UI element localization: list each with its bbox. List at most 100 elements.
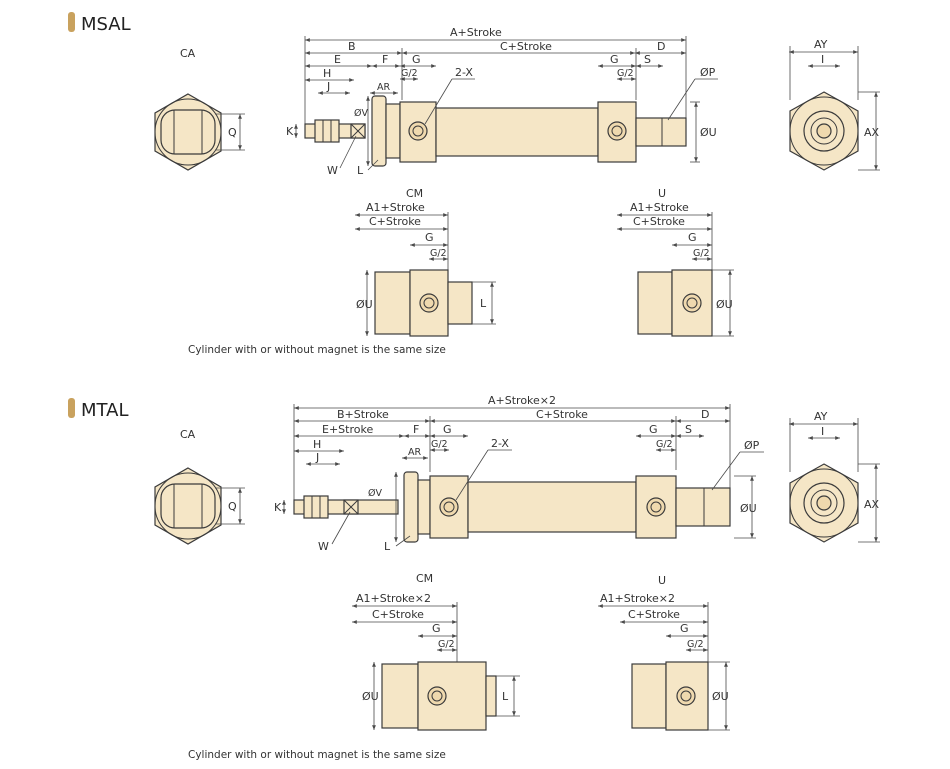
main-side-view: A+Stroke B C+Stroke D E F G G/2 G G/2 S … (286, 26, 718, 177)
dim-f: F (382, 53, 388, 66)
dim-q: Q (228, 500, 237, 513)
dim-g-left: G (412, 53, 421, 66)
barrel (467, 481, 637, 533)
dim-l: L (357, 164, 364, 177)
dim-u-cm: ØU (362, 690, 379, 703)
dim-ay: AY (814, 410, 828, 423)
section-badge (68, 398, 75, 418)
section-title: MTAL (81, 400, 128, 421)
dim-c-cm: C+Stroke (369, 215, 421, 228)
ca-front-view: CA Q (154, 428, 245, 545)
dim-w: W (327, 164, 338, 177)
rear-boss (635, 117, 687, 147)
cm-barrel (381, 663, 419, 729)
dim-p: ØP (744, 439, 760, 452)
clevis-body (160, 109, 216, 155)
dim-l: L (384, 540, 391, 553)
dim-a1-cm: A1+Stroke×2 (356, 592, 431, 605)
u-barrel (637, 271, 673, 335)
dim-u-cm: ØU (356, 298, 373, 311)
dim-p: ØP (700, 66, 716, 79)
dim-g2-u: G/2 (687, 639, 704, 650)
dim-g-cm: G (425, 231, 434, 244)
dim-u-main: ØU (700, 126, 717, 139)
dim-l-cm: L (502, 690, 509, 703)
dim-v: ØV (354, 108, 368, 119)
rear-bore (816, 495, 832, 511)
view-label-cm: CM (406, 187, 423, 200)
section-msal: MSAL CA Q A+Stroke B C+Stroke D E (68, 12, 880, 356)
view-label-ca: CA (180, 47, 196, 60)
u-port (676, 686, 696, 706)
dim-g2-right: G/2 (656, 439, 673, 450)
dim-ax: AX (864, 498, 880, 511)
dim-e: E (334, 53, 341, 66)
u-view: U A1+Stroke C+Stroke G G/2 ØU (617, 187, 734, 337)
front-cover (399, 101, 437, 163)
rear-end-view: AY I AX (789, 410, 880, 543)
cm-view: CM A1+Stroke C+Stroke G G/2 ØU L (355, 187, 496, 337)
cm-boss (447, 281, 473, 325)
dim-e: E+Stroke (322, 423, 373, 436)
dim-u-u: ØU (712, 690, 729, 703)
dim-l-cm: L (480, 297, 487, 310)
caption-msal: Cylinder with or without magnet is the s… (188, 344, 446, 356)
dim-g-right: G (610, 53, 619, 66)
cm-barrel (374, 271, 411, 335)
u-port (682, 293, 702, 313)
dim-q: Q (228, 126, 237, 139)
view-label-cm: CM (416, 572, 433, 585)
section-badge (68, 12, 75, 32)
dim-c: C+Stroke (500, 40, 552, 53)
end-cap-neck (417, 479, 431, 535)
port-rear (607, 121, 627, 141)
dim-k: K (274, 501, 282, 514)
dim-a1-cm: A1+Stroke (366, 201, 425, 214)
dim-ay: AY (814, 38, 828, 51)
rear-bore (816, 123, 832, 139)
rear-rod (675, 487, 731, 527)
dim-u-main: ØU (740, 502, 757, 515)
dim-g2-cm: G/2 (430, 248, 447, 259)
dim-u-u: ØU (716, 298, 733, 311)
end-cap-neck (385, 103, 401, 159)
dim-g-right: G (649, 423, 658, 436)
mounting-nut (403, 471, 419, 543)
dim-ax: AX (864, 126, 880, 139)
dim-ar: AR (377, 82, 390, 93)
cm-port (419, 293, 439, 313)
dim-b: B (348, 40, 356, 53)
clevis-body (160, 483, 216, 529)
dim-s: S (685, 423, 692, 436)
dim-f: F (413, 423, 419, 436)
cm-port (427, 686, 447, 706)
dim-g-cm: G (432, 622, 441, 635)
dim-c-u: C+Stroke (628, 608, 680, 621)
u-view: U A1+Stroke×2 C+Stroke G G/2 ØU (598, 574, 730, 731)
port-front (439, 497, 459, 517)
dim-a: A+Stroke×2 (488, 394, 556, 407)
rod-nut (303, 495, 329, 519)
barrel (435, 107, 599, 157)
dim-c: C+Stroke (536, 408, 588, 421)
dim-j: J (315, 451, 319, 464)
dim-g2-left: G/2 (431, 439, 448, 450)
dim-i: I (821, 425, 824, 438)
view-label-ca: CA (180, 428, 196, 441)
dim-h: H (313, 438, 321, 451)
dim-ar: AR (408, 447, 421, 458)
dim-d: D (657, 40, 665, 53)
dim-g2-cm: G/2 (438, 639, 455, 650)
dim-g2-left: G/2 (401, 68, 418, 79)
dim-w: W (318, 540, 329, 553)
dim-g2-u: G/2 (693, 248, 710, 259)
u-barrel (631, 663, 667, 729)
mounting-nut (371, 95, 387, 167)
rod-nut (314, 119, 340, 143)
section-mtal: MTAL CA Q A+Stroke×2 B+Stroke C+Stroke D (68, 394, 880, 761)
dim-c-u: C+Stroke (633, 215, 685, 228)
dim-g-left: G (443, 423, 452, 436)
dim-a1-u: A1+Stroke (630, 201, 689, 214)
ca-front-view: CA Q (154, 47, 245, 171)
